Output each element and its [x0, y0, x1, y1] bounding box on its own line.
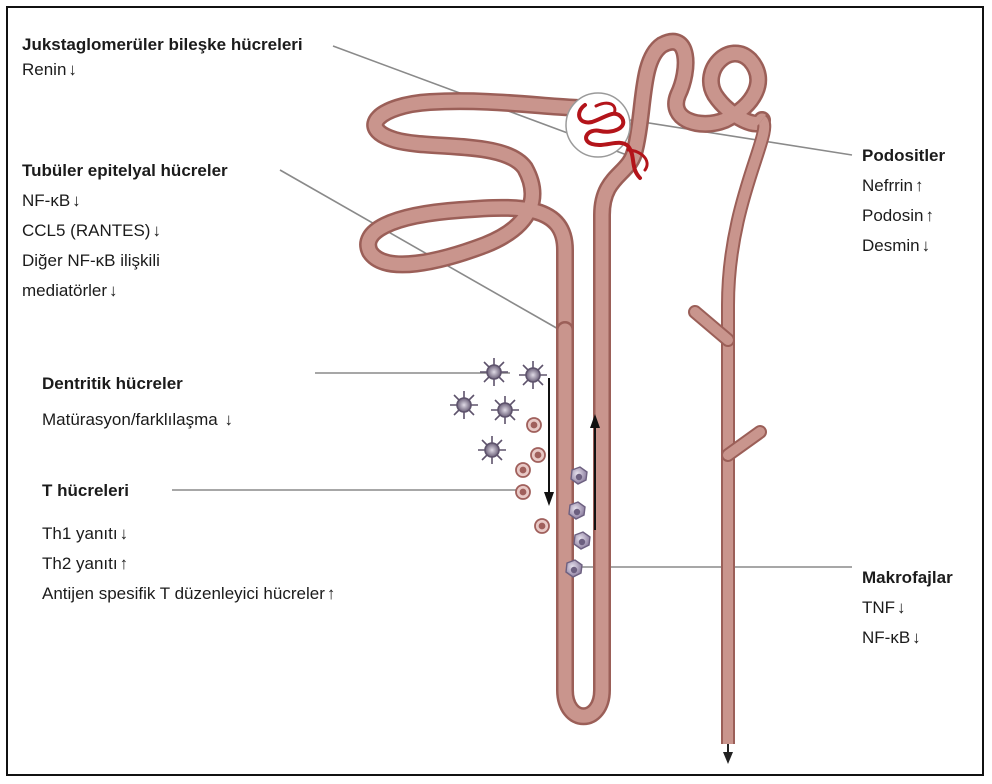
podocyte-item-text: Podosin — [862, 206, 923, 225]
macrophage-icon — [569, 502, 585, 519]
dendritic-item-text: Matürasyon/farklılaşma — [42, 410, 222, 429]
down-arrow-icon: ↓ — [897, 598, 906, 617]
tcell-item: Th1 yanıtı↓ — [42, 519, 335, 549]
dendritic-cell-icon — [478, 436, 506, 464]
macrophage-item: NF-κB↓ — [862, 623, 953, 653]
dendritic-cells-label: Dentritik hücreler Matürasyon/farklılaşm… — [42, 366, 233, 438]
t-cells-title: T hücreleri — [42, 478, 129, 503]
macrophages-title: Makrofajlar — [862, 563, 953, 593]
podocyte-item-text: Nefrrin — [862, 176, 913, 195]
t-cells-label: T hücreleri — [42, 478, 129, 503]
t-cells-items: Th1 yanıtı↓ Th2 yanıtı↑ Antijen spesifik… — [42, 519, 335, 609]
tcell-item-text: Antijen spesifik T düzenleyici hücreler — [42, 584, 325, 603]
up-arrow-icon: ↑ — [925, 206, 934, 225]
down-arrow-icon: ↓ — [72, 191, 81, 210]
jg-cells-label: Jukstaglomerüler bileşke hücreleri Renin… — [22, 32, 303, 82]
t-cell-icon — [516, 463, 530, 477]
up-arrow-icon: ↑ — [120, 554, 129, 573]
macrophage-item-text: TNF — [862, 598, 895, 617]
t-cell-icon — [531, 448, 545, 462]
renin-item: Renin↓ — [22, 57, 303, 82]
tubular-item-text: CCL5 (RANTES) — [22, 221, 150, 240]
down-arrow-icon: ↓ — [224, 410, 233, 429]
tubular-item: mediatörler↓ — [22, 276, 228, 306]
down-arrow-icon: ↓ — [922, 236, 931, 255]
tubular-cells-label: Tubüler epitelyal hücreler NF-κB↓ CCL5 (… — [22, 156, 228, 306]
podocyte-item: Desmin↓ — [862, 231, 945, 261]
down-arrow-icon: ↓ — [109, 281, 118, 300]
macrophage-item: TNF↓ — [862, 593, 953, 623]
tubular-item-text: NF-κB — [22, 191, 70, 210]
tcell-item: Th2 yanıtı↑ — [42, 549, 335, 579]
dendritic-cell-icon — [480, 358, 508, 386]
podocyte-item-text: Desmin — [862, 236, 920, 255]
up-arrow-icon: ↑ — [915, 176, 924, 195]
tubular-item: NF-κB↓ — [22, 186, 228, 216]
tubular-item: Diğer NF-κB ilişkili — [22, 246, 228, 276]
macrophage-item-text: NF-κB — [862, 628, 910, 647]
tcell-item-text: Th1 yanıtı — [42, 524, 118, 543]
t-cell-icon — [516, 485, 530, 499]
dendritic-cells — [450, 358, 547, 464]
macrophage-icon — [566, 560, 582, 577]
tcell-item-text: Th2 yanıtı — [42, 554, 118, 573]
macrophage-icon — [574, 532, 590, 549]
tcell-item: Antijen spesifik T düzenleyici hücreler↑ — [42, 579, 335, 609]
descending-flow-arrow — [544, 492, 554, 506]
dendritic-cell-icon — [491, 396, 519, 424]
podocyte-item: Nefrrin↑ — [862, 171, 945, 201]
tubular-item-text: Diğer NF-κB ilişkili — [22, 251, 160, 270]
macrophages-label: Makrofajlar TNF↓ NF-κB↓ — [862, 563, 953, 653]
down-arrow-icon: ↓ — [68, 60, 77, 79]
podocytes-label: Podositler Nefrrin↑ Podosin↑ Desmin↓ — [862, 141, 945, 261]
renin-text: Renin — [22, 60, 66, 79]
dendritic-item: Matürasyon/farklılaşma ↓ — [42, 402, 233, 438]
macrophage-icon — [571, 467, 587, 484]
down-arrow-icon: ↓ — [152, 221, 161, 240]
flow-down-arrow — [723, 752, 733, 764]
podocyte-item: Podosin↑ — [862, 201, 945, 231]
t-cell-icon — [535, 519, 549, 533]
t-cell-icon — [527, 418, 541, 432]
up-arrow-icon: ↑ — [327, 584, 336, 603]
down-arrow-icon: ↓ — [912, 628, 921, 647]
nephron-tubule — [368, 42, 764, 717]
jg-cells-title: Jukstaglomerüler bileşke hücreleri — [22, 32, 303, 57]
dendritic-cell-icon — [450, 391, 478, 419]
tubular-pointer-line — [280, 170, 560, 330]
tubular-cells-title: Tubüler epitelyal hücreler — [22, 156, 228, 186]
t-cells — [516, 418, 549, 533]
down-arrow-icon: ↓ — [120, 524, 129, 543]
dendritic-cell-icon — [519, 361, 547, 389]
collecting-duct — [695, 305, 760, 764]
dendritic-cells-title: Dentritik hücreler — [42, 366, 233, 402]
tubular-item-text: mediatörler — [22, 281, 107, 300]
tubular-item: CCL5 (RANTES)↓ — [22, 216, 228, 246]
podocytes-title: Podositler — [862, 141, 945, 171]
